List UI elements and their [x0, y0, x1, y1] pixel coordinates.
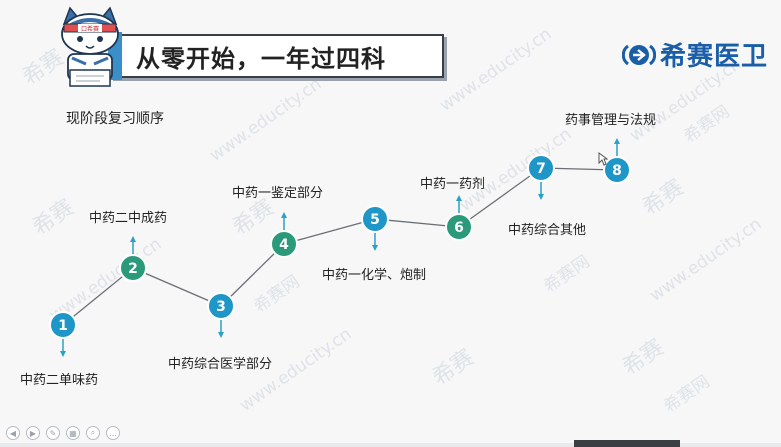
section-subtitle: 现阶段复习顺序 — [66, 111, 164, 127]
step-arrow — [538, 182, 544, 200]
path-lines — [62, 167, 618, 326]
step-number: 2 — [128, 261, 138, 277]
path-line — [283, 218, 376, 245]
step-number: 7 — [536, 161, 546, 177]
path-line — [62, 267, 134, 326]
zoom-icon[interactable]: ⌕ — [86, 426, 100, 440]
step-arrow — [456, 195, 462, 213]
step-label: 中药一药剂 — [420, 177, 485, 192]
more-icon[interactable]: … — [106, 426, 120, 440]
step-node — [119, 254, 147, 282]
step-arrow — [372, 233, 378, 251]
step-label: 中药二中成药 — [89, 211, 167, 226]
path-line — [220, 243, 285, 307]
slides-icon[interactable]: ▦ — [66, 426, 80, 440]
prev-slide-icon[interactable]: ◀ — [6, 426, 20, 440]
step-nodes: 1 2 3 4 5 6 7 8 — [49, 154, 631, 339]
mouse-cursor-icon — [598, 152, 608, 166]
step-arrows — [60, 138, 620, 357]
step-node — [270, 230, 298, 258]
brand-logo-text: 希赛医卫 — [660, 42, 769, 72]
title-banner: 从零开始，一年过四科 — [108, 32, 444, 80]
step-node — [527, 154, 555, 182]
step-label: 中药综合其他 — [508, 223, 586, 238]
step-node — [207, 292, 235, 320]
pen-icon[interactable]: ✎ — [46, 426, 60, 440]
bottom-bar — [0, 443, 781, 447]
step-number: 8 — [612, 163, 622, 179]
step-label: 中药一化学、炮制 — [322, 267, 426, 283]
step-arrow — [218, 320, 224, 338]
video-progress-bar — [574, 440, 680, 447]
page-title: 从零开始，一年过四科 — [136, 44, 386, 73]
step-number: 3 — [216, 299, 226, 315]
step-label: 中药综合医学部分 — [168, 356, 272, 372]
step-label: 药事管理与法规 — [565, 113, 656, 128]
slideshow-controls: ◀ ▶ ✎ ▦ ⌕ … — [6, 426, 120, 440]
svg-text:口希赛: 口希赛 — [81, 25, 99, 33]
path-line — [458, 167, 542, 228]
step-label: 中药一鉴定部分 — [232, 186, 323, 201]
step-node — [445, 213, 473, 241]
step-arrow — [60, 339, 66, 357]
step-arrow — [281, 212, 287, 230]
next-slide-icon[interactable]: ▶ — [26, 426, 40, 440]
step-arrow — [614, 138, 620, 156]
step-number: 6 — [454, 220, 464, 236]
path-line — [132, 267, 222, 307]
step-arrow — [130, 236, 136, 254]
brand-logo-icon — [622, 44, 656, 65]
step-number: 5 — [370, 212, 380, 228]
mascot-cat-icon: 口希赛 — [61, 6, 119, 87]
step-node — [49, 311, 77, 339]
step-number: 4 — [279, 237, 289, 253]
path-line — [374, 218, 460, 228]
brand-logo: 希赛医卫 — [622, 36, 768, 73]
step-number: 1 — [58, 318, 68, 334]
step-node — [603, 156, 631, 184]
step-node — [361, 205, 389, 233]
step-label: 中药二单味药 — [20, 373, 98, 388]
